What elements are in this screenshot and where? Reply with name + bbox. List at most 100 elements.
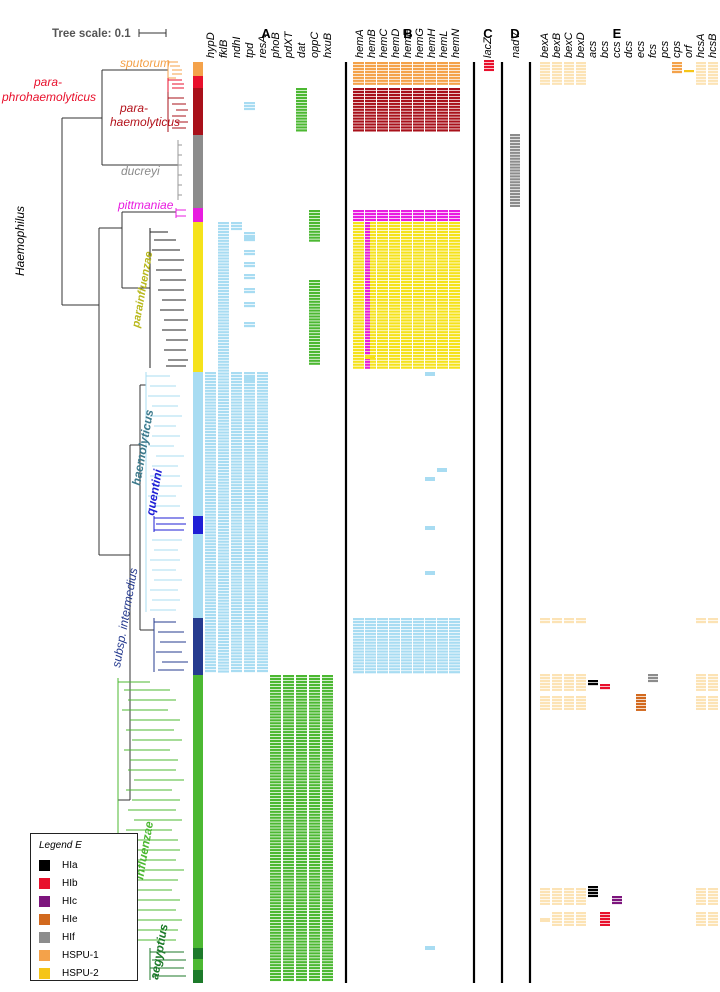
matrix-cell (353, 665, 364, 668)
matrix-cell (296, 120, 307, 123)
matrix-cell (270, 872, 281, 875)
matrix-cell (552, 923, 562, 926)
matrix-cell (413, 212, 424, 216)
matrix-cell (309, 695, 320, 698)
matrix-cell (296, 683, 307, 687)
matrix-cell (218, 233, 229, 236)
matrix-cell (449, 120, 460, 123)
matrix-cell (322, 875, 333, 878)
matrix-cell (389, 342, 400, 346)
matrix-cell (231, 543, 242, 546)
matrix-cell (322, 831, 333, 834)
matrix-cell (365, 366, 376, 369)
matrix-cell (309, 356, 320, 359)
b-parainf-7 (437, 222, 448, 369)
matrix-cell (309, 731, 320, 734)
matrix-cell (205, 457, 216, 460)
matrix-cell (552, 73, 562, 76)
matrix-cell (353, 653, 364, 656)
matrix-cell (425, 650, 436, 653)
matrix-cell (218, 224, 229, 228)
matrix-cell (437, 254, 448, 257)
matrix-cell (413, 301, 424, 304)
matrix-cell (322, 931, 333, 934)
matrix-cell (389, 210, 400, 213)
matrix-cell (218, 342, 229, 346)
matrix-cell (283, 940, 294, 943)
matrix-cell (244, 643, 255, 646)
matrix-cell (257, 392, 268, 395)
matrix-cell (296, 745, 307, 748)
matrix-cell (244, 540, 255, 543)
matrix-cell (708, 79, 718, 82)
matrix-cell (257, 537, 268, 540)
matrix-cell (322, 745, 333, 748)
matrix-cell (218, 351, 229, 354)
matrix-cell (540, 76, 550, 79)
matrix-cell (389, 298, 400, 301)
e-top-14 (708, 62, 718, 85)
matrix-cell (257, 507, 268, 510)
matrix-cell (309, 736, 320, 740)
matrix-cell (353, 334, 364, 337)
matrix-cell (437, 366, 448, 369)
matrix-cell (218, 242, 229, 245)
matrix-cell (365, 313, 376, 316)
matrix-cell (425, 266, 436, 269)
matrix-cell (257, 410, 268, 413)
matrix-cell (322, 795, 333, 799)
b-pittmaniae-3 (389, 210, 400, 222)
a-oppC-parainf (309, 280, 320, 365)
matrix-cell (413, 638, 424, 641)
matrix-cell (413, 289, 424, 293)
matrix-cell (449, 665, 460, 668)
matrix-cell (425, 239, 436, 242)
matrix-cell (389, 108, 400, 111)
matrix-cell (425, 82, 436, 85)
matrix-cell (257, 386, 268, 389)
matrix-cell (309, 233, 320, 236)
matrix-cell (401, 623, 412, 627)
matrix-cell (696, 888, 706, 891)
matrix-cell (696, 917, 706, 921)
matrix-cell (401, 334, 412, 337)
matrix-cell (283, 778, 294, 781)
matrix-cell (365, 218, 376, 222)
matrix-cell (283, 955, 294, 958)
matrix-cell (257, 469, 268, 472)
matrix-cell (244, 431, 255, 434)
matrix-cell (270, 975, 281, 979)
matrix-cell (564, 698, 574, 702)
matrix-cell (449, 251, 460, 254)
matrix-cell (296, 689, 307, 692)
matrix-cell (425, 354, 436, 357)
matrix-cell (270, 734, 281, 737)
b-sputorum-3 (389, 62, 400, 85)
matrix-cell (257, 425, 268, 428)
matrix-cell (401, 215, 412, 219)
matrix-cell (353, 108, 364, 111)
matrix-cell (449, 269, 460, 272)
matrix-cell (231, 442, 242, 445)
matrix-cell (437, 351, 448, 354)
matrix-cell (389, 644, 400, 647)
matrix-cell (257, 475, 268, 478)
matrix-cell (449, 227, 460, 231)
matrix-cell (322, 860, 333, 864)
strip-influenzae-2 (193, 959, 203, 970)
matrix-cell (257, 643, 268, 646)
matrix-cell (257, 569, 268, 572)
matrix-cell (296, 725, 307, 728)
matrix-cell (449, 64, 460, 68)
matrix-cell (365, 319, 376, 322)
matrix-cell (437, 222, 448, 225)
e-ecs-hie (636, 694, 646, 711)
matrix-cell (205, 478, 216, 481)
matrix-cell (564, 696, 574, 699)
matrix-cell (377, 656, 388, 659)
matrix-cell (218, 640, 229, 644)
matrix-cell (552, 896, 562, 900)
matrix-cell (389, 638, 400, 641)
matrix-cell (576, 896, 586, 900)
